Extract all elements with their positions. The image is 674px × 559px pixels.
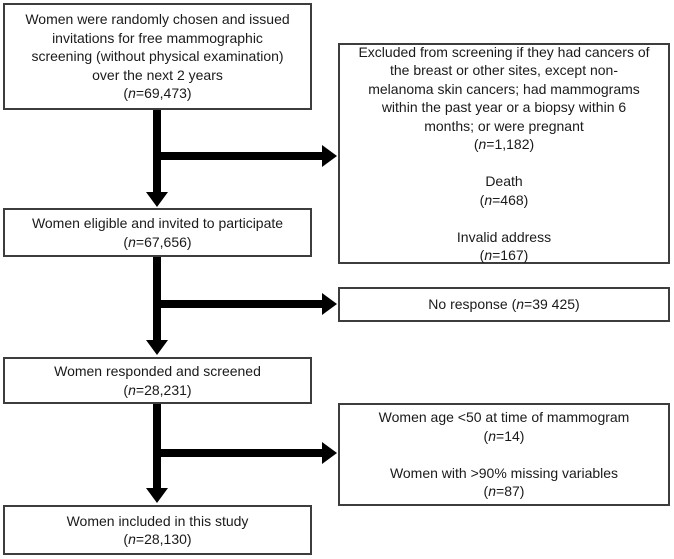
- arrow-branch-to-excluded2: [153, 442, 337, 464]
- box-excluded-before-invitation: Excluded from screening if they had canc…: [338, 43, 670, 264]
- arrow-branch-to-noresponse: [153, 293, 337, 315]
- arrow-branch-to-excluded1: [153, 145, 337, 167]
- box-responded-screened: Women responded and screened(n=28,231): [3, 357, 312, 404]
- arrow-eligible-to-screened: [146, 257, 168, 355]
- box-eligible-invited: Women eligible and invited to participat…: [3, 208, 312, 257]
- box-no-response: No response (n=39 425): [338, 287, 670, 322]
- arrow-invited-to-eligible: [146, 110, 168, 207]
- box-excluded-after-screening: Women age <50 at time of mammogram(n=14)…: [338, 403, 670, 506]
- arrow-screened-to-included: [146, 404, 168, 503]
- box-included-in-study: Women included in this study(n=28,130): [3, 505, 312, 555]
